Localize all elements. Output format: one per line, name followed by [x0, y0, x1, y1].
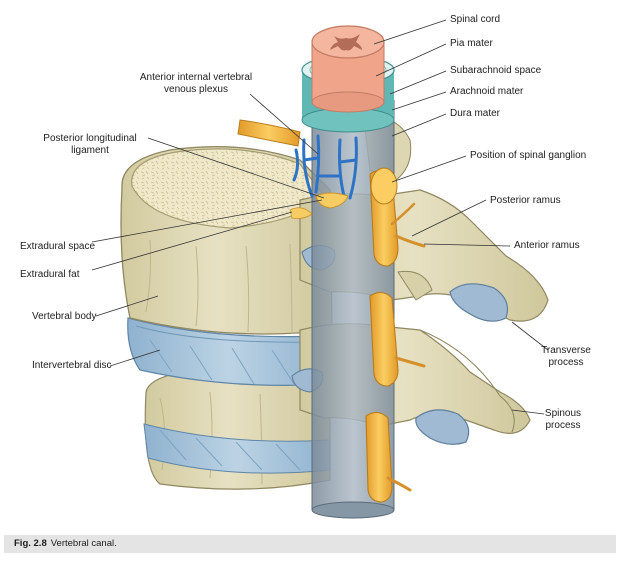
- label-anterior-ramus: Anterior ramus: [514, 240, 580, 251]
- spinal-nerves: [237, 119, 426, 503]
- label-anterior-venous-plexus-line1: Anterior internal vertebral: [139, 72, 253, 83]
- label-posterior-longitudinal-ligament: Posterior longitudinal ligament: [32, 133, 148, 157]
- label-spinous-process-line2: process: [545, 420, 581, 431]
- leader-lines: [91, 19, 549, 415]
- label-anterior-venous-plexus-line2: venous plexus: [164, 84, 228, 95]
- caption-label: Fig. 2.8: [14, 538, 47, 549]
- label-vertebral-body: Vertebral body: [32, 311, 97, 322]
- label-dura-mater: Dura mater: [450, 108, 501, 119]
- lowest-intervertebral-disc: [143, 423, 331, 474]
- label-intervertebral-disc: Intervertebral disc: [32, 360, 112, 371]
- label-extradural-fat: Extradural fat: [20, 269, 80, 280]
- extradural-fat: [289, 192, 349, 219]
- label-arachnoid-mater: Arachnoid mater: [450, 86, 524, 97]
- label-pia-mater: Pia mater: [450, 38, 493, 49]
- label-extradural-space: Extradural space: [20, 241, 96, 252]
- spinal-cord: [311, 25, 385, 113]
- label-transverse-process: Transverse process: [538, 345, 594, 369]
- label-spinal-ganglion: Position of spinal ganglion: [470, 150, 587, 161]
- label-posterior-ramus: Posterior ramus: [490, 195, 561, 206]
- venous-plexus: [292, 134, 358, 200]
- label-posterior-longitudinal-ligament-line1: Posterior longitudinal: [43, 133, 137, 144]
- label-spinous-process: Spinous process: [538, 408, 588, 432]
- label-spinous-process-line1: Spinous: [544, 408, 582, 419]
- label-transverse-process-line1: Transverse: [541, 345, 591, 356]
- label-transverse-process-line2: process: [548, 357, 584, 368]
- label-spinal-cord: Spinal cord: [450, 14, 501, 25]
- caption-text: Vertebral canal.: [50, 538, 117, 549]
- label-posterior-longitudinal-ligament-line2: ligament: [71, 145, 109, 156]
- label-anterior-venous-plexus: Anterior internal vertebral venous plexu…: [128, 72, 264, 96]
- label-subarachnoid-space: Subarachnoid space: [450, 65, 542, 76]
- intervertebral-disc: [127, 317, 331, 386]
